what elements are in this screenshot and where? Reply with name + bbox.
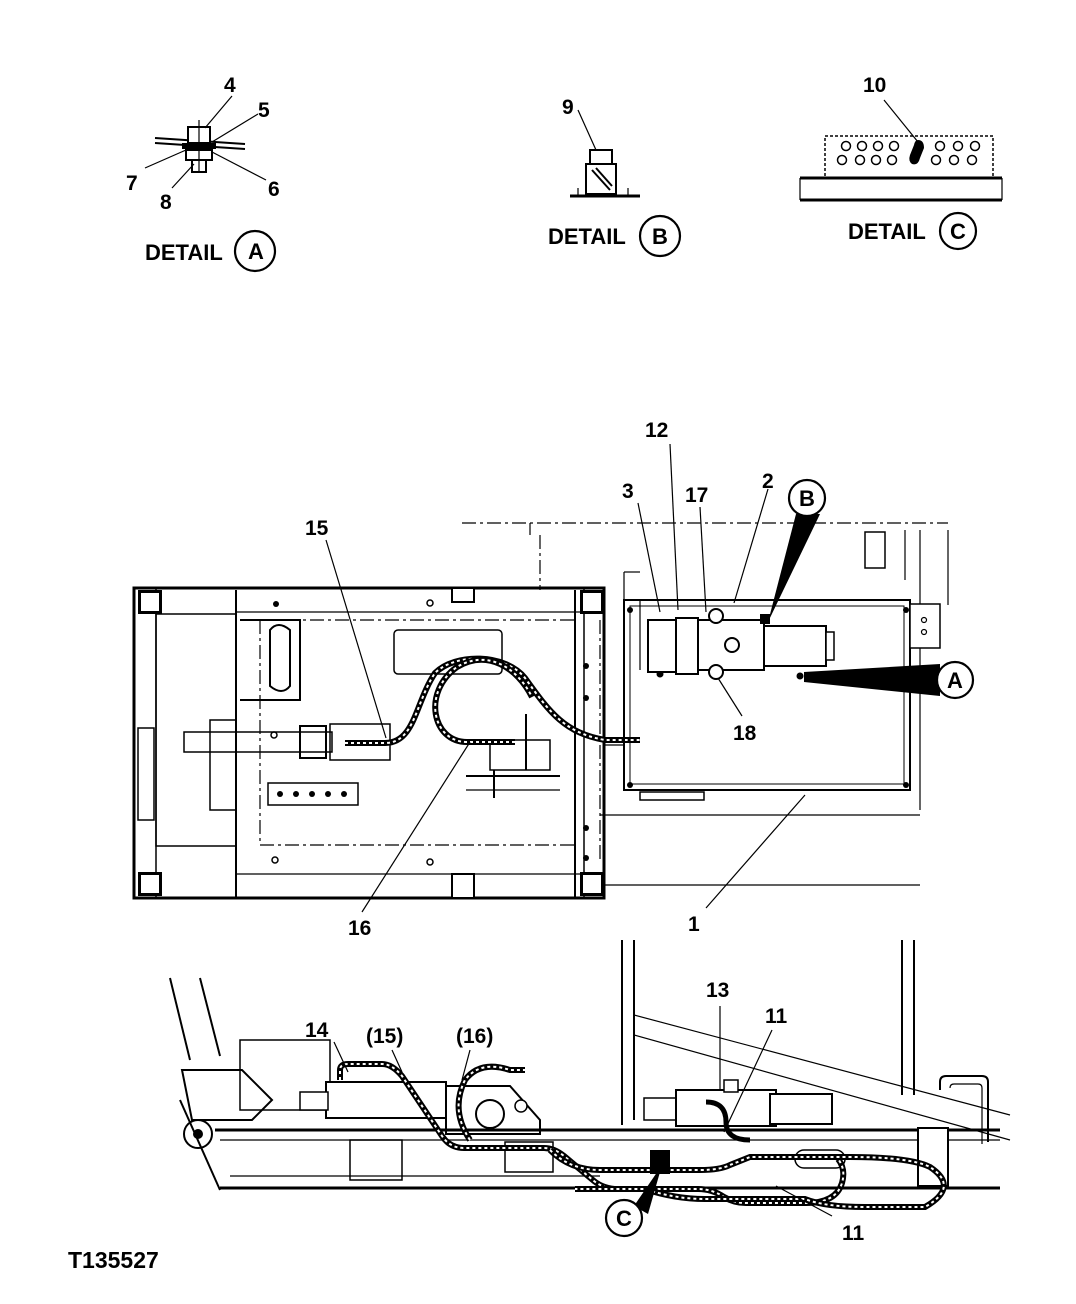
callout-4: 4	[224, 74, 236, 97]
detail-c-reference-marker	[604, 1198, 644, 1238]
callout-10: 10	[863, 74, 886, 97]
callout-17: 17	[685, 484, 708, 507]
callout-2: 2	[762, 470, 774, 493]
detail-c-marker	[938, 211, 978, 251]
side-view-leaders	[333, 1006, 833, 1217]
detail-a-letter: A	[248, 239, 264, 264]
detail-b-reference-letter: B	[799, 486, 815, 511]
detail-c-drawing	[799, 99, 1003, 202]
callout-11-lower: 11	[842, 1222, 865, 1245]
callout-13: 13	[706, 979, 729, 1002]
callout-6: 6	[268, 178, 280, 201]
side-view-hoses	[337, 1061, 947, 1210]
detail-a-reference-marker	[935, 660, 975, 700]
detail-b-letter: B	[652, 224, 668, 249]
side-view-frame	[169, 940, 1011, 1191]
callout-12: 12	[645, 419, 668, 442]
callout-16-side: (16)	[456, 1025, 493, 1048]
detail-b-label: DETAIL	[548, 224, 626, 249]
callout-9: 9	[562, 96, 574, 119]
callout-1: 1	[688, 913, 700, 936]
detail-a-marker	[233, 229, 277, 273]
detail-b-reference-marker	[787, 478, 827, 518]
detail-c-letter: C	[950, 219, 966, 244]
detail-b-drawing	[570, 109, 640, 198]
callout-15: 15	[305, 517, 329, 540]
figure-code: T135527	[68, 1247, 159, 1273]
detail-c-label: DETAIL	[848, 219, 926, 244]
detail-a-drawing	[144, 95, 267, 189]
plan-view-frame	[132, 522, 949, 900]
callout-8: 8	[160, 191, 172, 214]
callout-16: 16	[348, 917, 371, 940]
valve-mounting-plate	[623, 571, 941, 801]
detail-a-label: DETAIL	[145, 240, 223, 265]
callout-18: 18	[733, 722, 757, 745]
plan-view-hoses	[345, 655, 640, 746]
detail-a-reference-letter: A	[947, 668, 963, 693]
callout-3: 3	[622, 480, 634, 503]
callout-11-upper: 11	[765, 1005, 788, 1028]
callout-15-side: (15)	[366, 1025, 403, 1048]
callout-14: 14	[305, 1019, 329, 1042]
plan-view-leaders	[325, 443, 940, 913]
detail-b-marker	[638, 214, 682, 258]
callout-7: 7	[126, 172, 138, 195]
detail-c-reference-letter: C	[616, 1206, 632, 1231]
callout-5: 5	[258, 99, 270, 122]
